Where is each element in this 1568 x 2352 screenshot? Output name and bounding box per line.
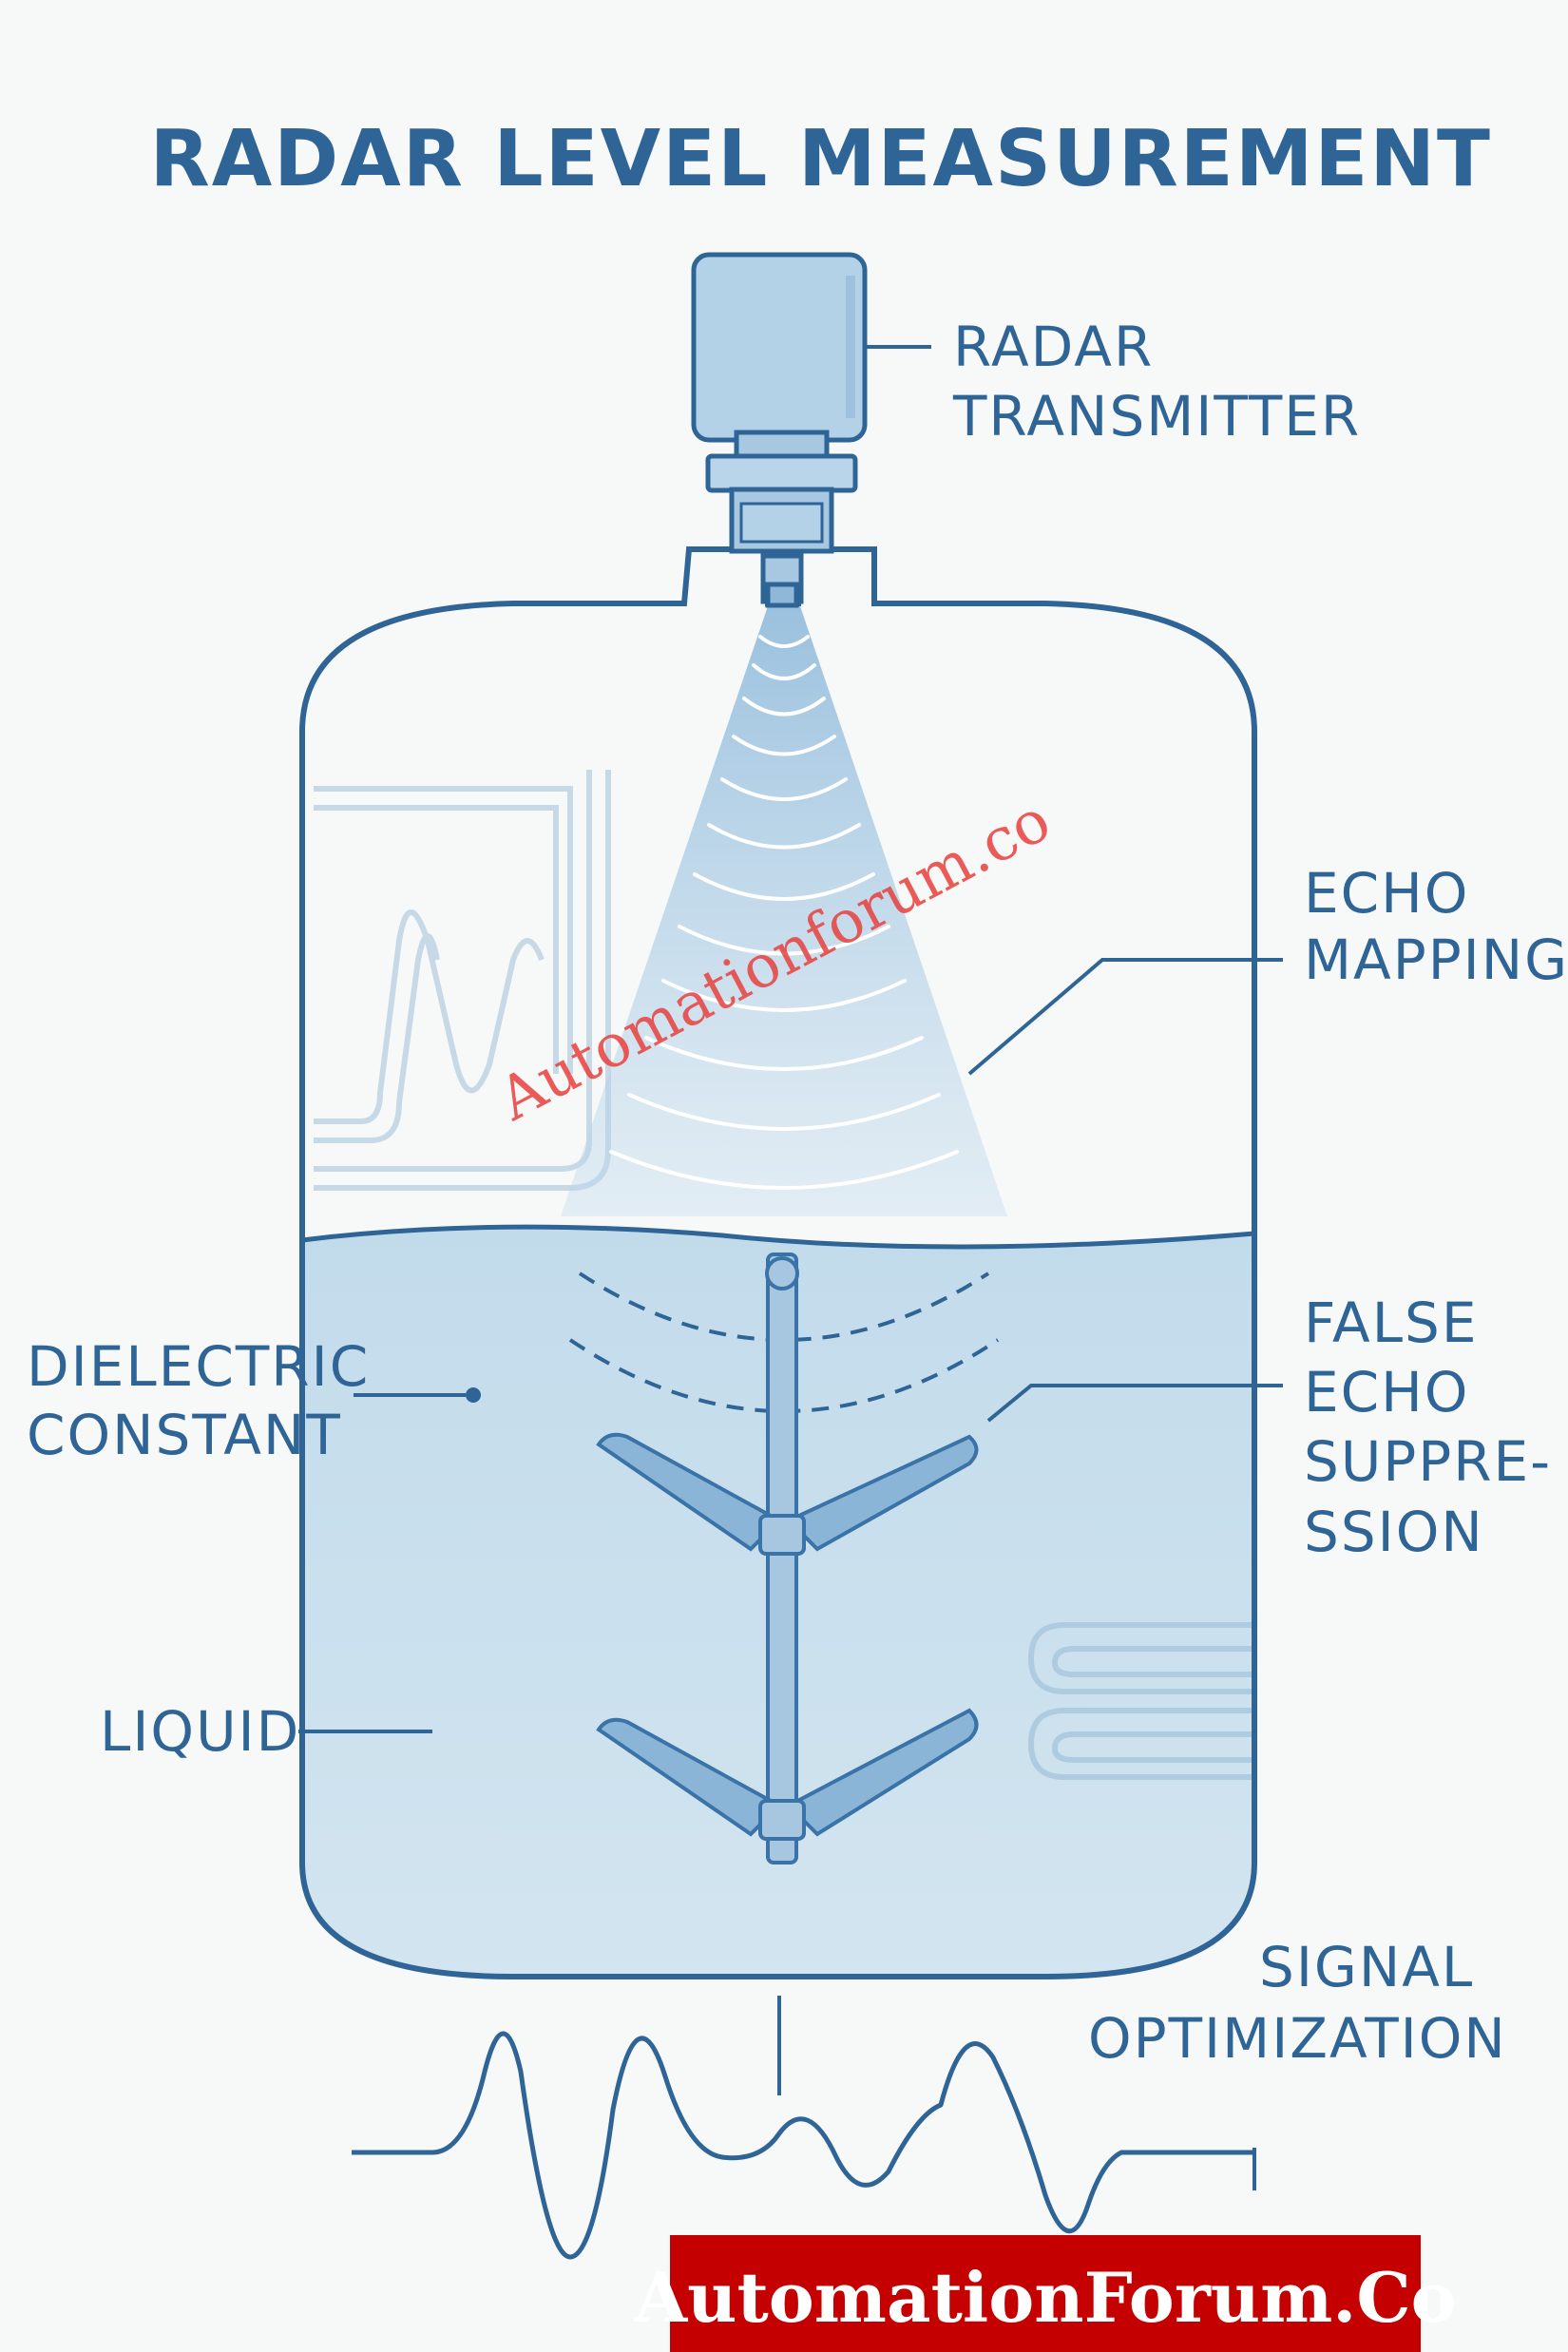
dielectric-point <box>466 1387 481 1403</box>
label-signal-line2: OPTIMIZATION <box>1088 2006 1507 2071</box>
label-signal-line1: SIGNAL <box>1259 1935 1474 1999</box>
liquid-surface <box>301 1224 1255 1250</box>
heating-coil-lower <box>1027 1622 1254 1780</box>
radar-transmitter <box>691 252 868 608</box>
agitator <box>596 1252 979 1864</box>
signal-waveform <box>352 2031 1254 2260</box>
leader-lines <box>298 345 1283 2190</box>
labels: RADAR TRANSMITTER ECHO MAPPING DIELECTRI… <box>27 315 1568 2071</box>
label-false-echo-line3: SUPPRE- <box>1304 1429 1552 1494</box>
label-dielectric-line1: DIELECTRIC <box>27 1334 370 1399</box>
radar-beam <box>561 601 1007 1413</box>
page-title: RADAR LEVEL MEASUREMENT <box>150 114 1492 204</box>
label-radar-transmitter-line1: RADAR <box>953 315 1154 379</box>
label-echo-mapping-line1: ECHO <box>1304 861 1469 926</box>
label-false-echo-line4: SSION <box>1304 1500 1484 1564</box>
tank-vessel <box>299 546 1257 1979</box>
label-false-echo-line1: FALSE <box>1304 1291 1479 1355</box>
label-echo-mapping-line2: MAPPING <box>1304 927 1568 992</box>
heating-coil-upper <box>314 770 611 1191</box>
label-dielectric-line2: CONSTANT <box>27 1403 342 1467</box>
brand-banner <box>670 2235 1421 2352</box>
label-liquid: LIQUID <box>100 1699 300 1764</box>
label-radar-transmitter-line2: TRANSMITTER <box>952 384 1361 449</box>
label-false-echo-line2: ECHO <box>1304 1360 1469 1425</box>
brand-banner-text: AutomationForum.Co <box>633 2257 1456 2338</box>
